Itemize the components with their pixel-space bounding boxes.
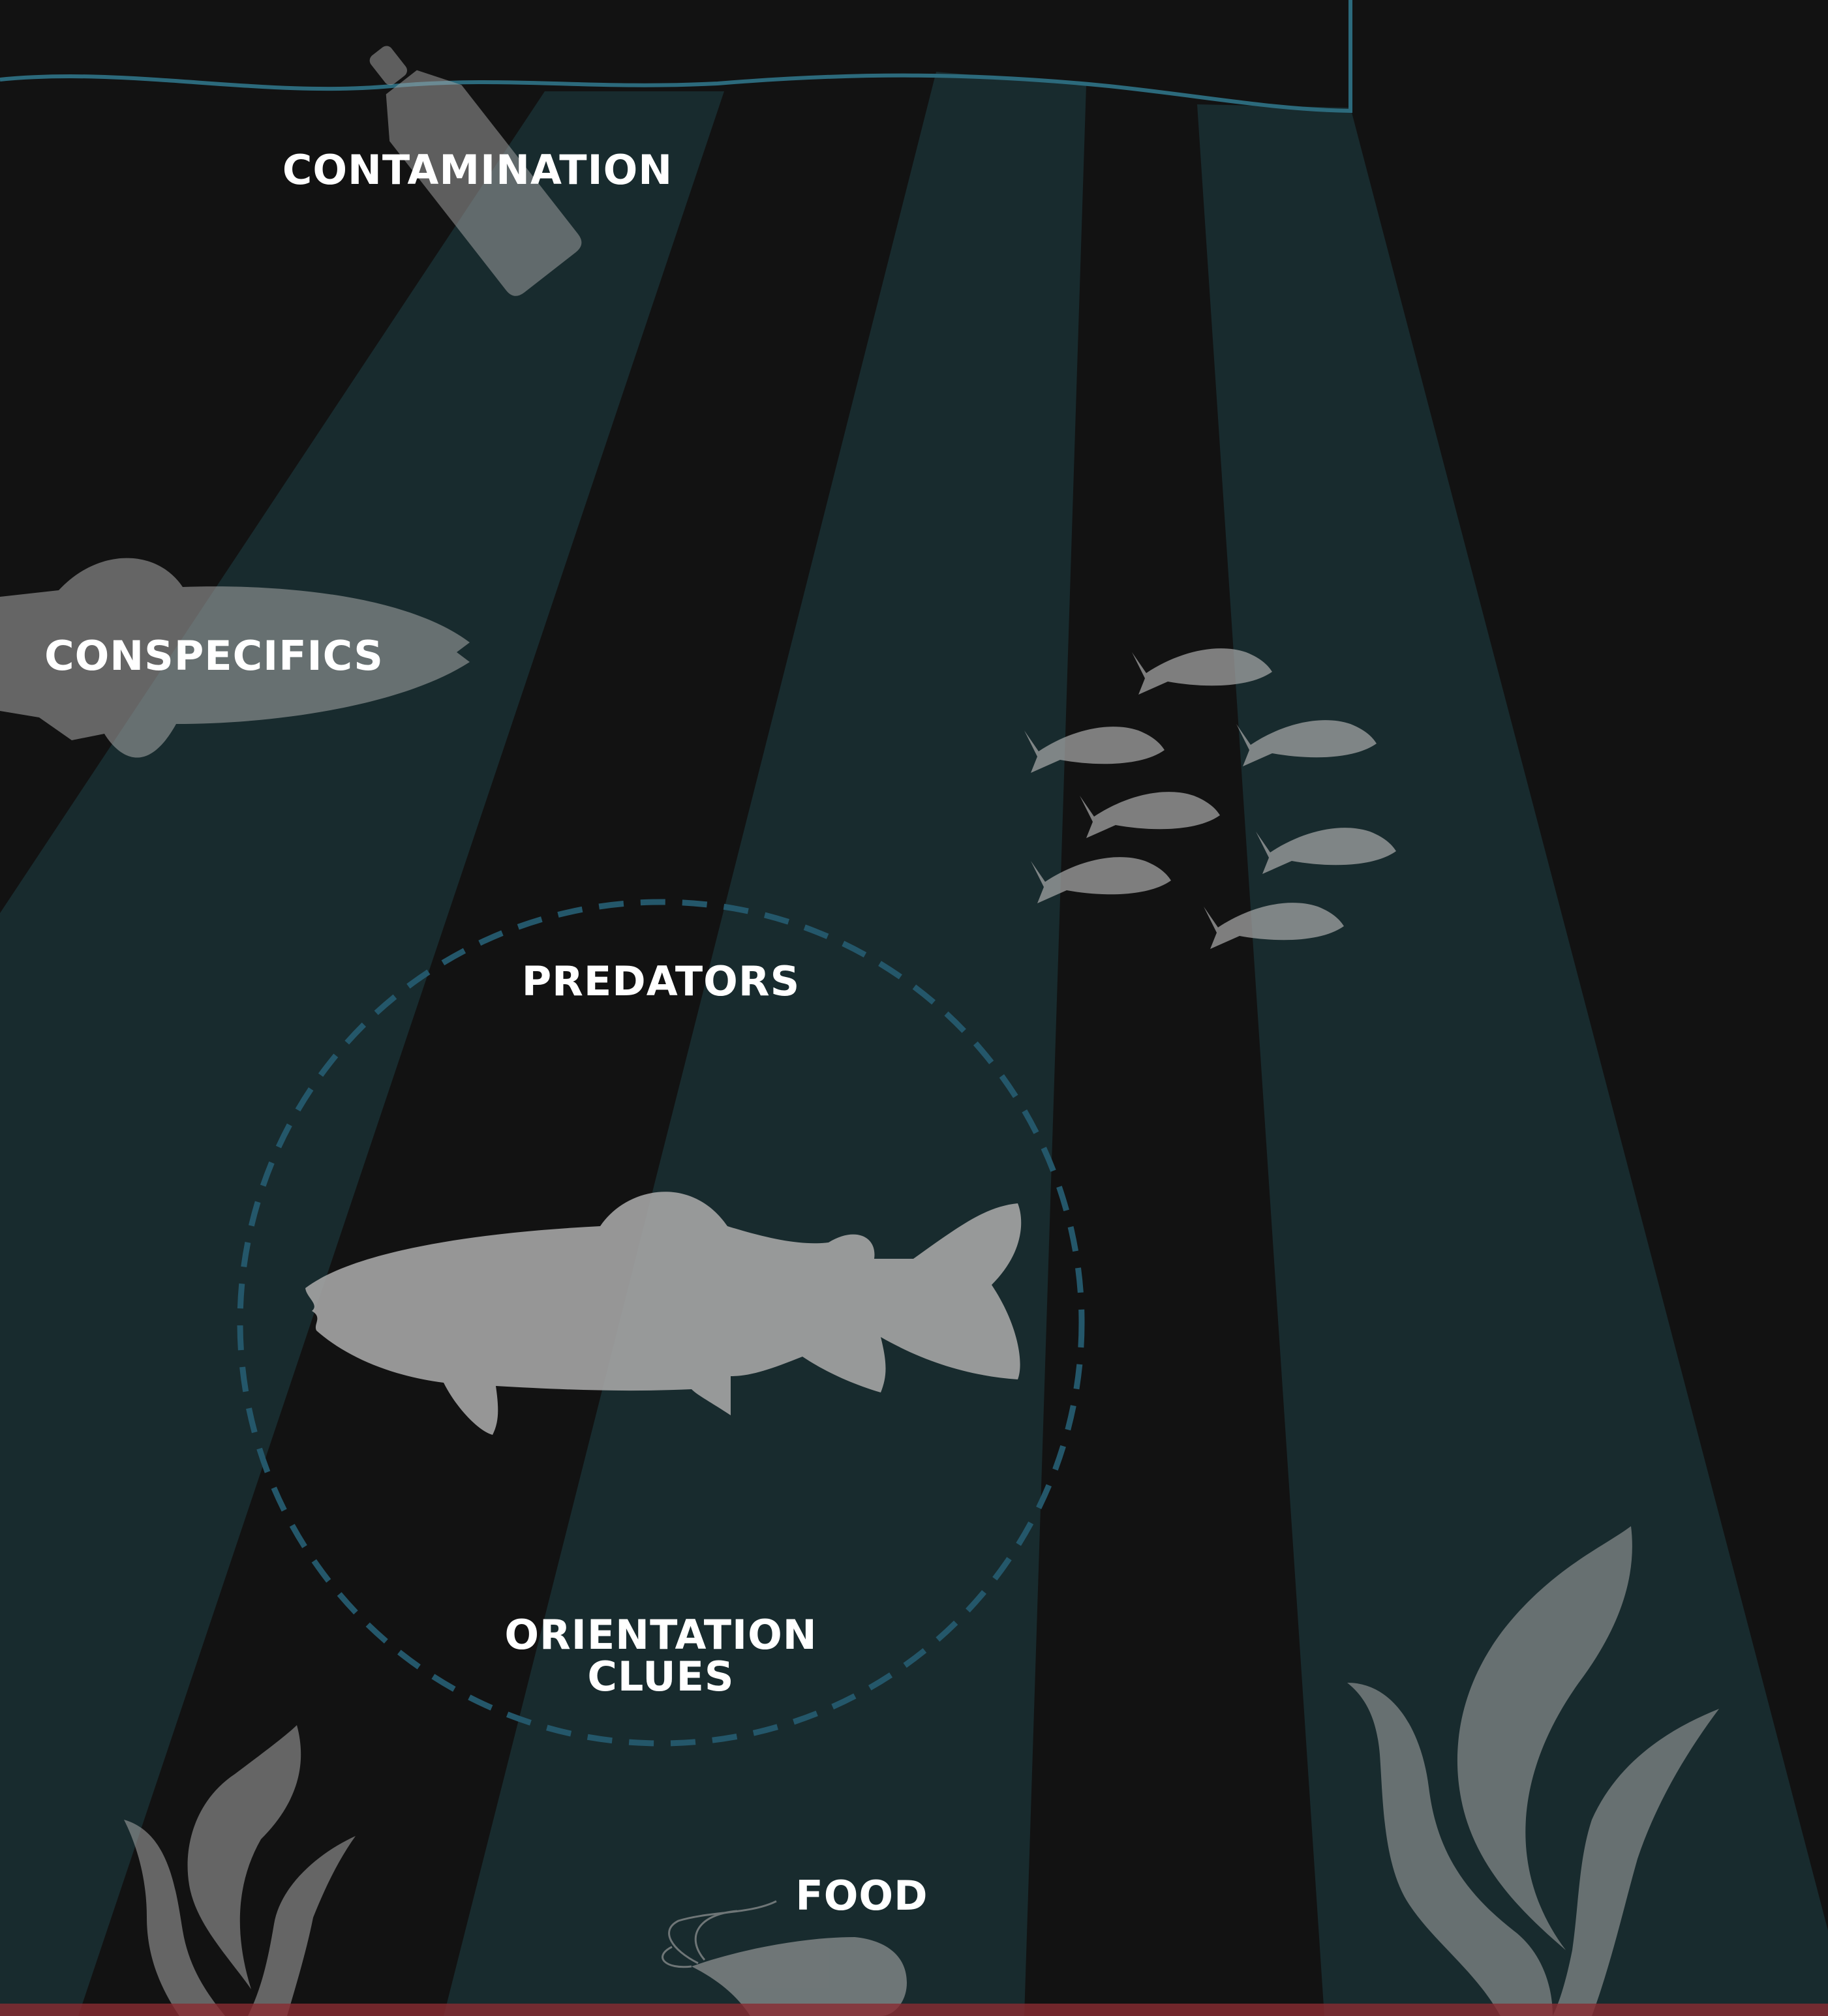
label-orientation-clues-line1: ORIENTATION xyxy=(504,1611,817,1659)
label-predators: PREDATORS xyxy=(522,957,800,1005)
label-contamination: CONTAMINATION xyxy=(282,146,673,194)
label-conspecifics: CONSPECIFICS xyxy=(44,632,384,680)
label-orientation-clues-line2: CLUES xyxy=(587,1653,734,1700)
bottom-strip xyxy=(0,2004,1828,2016)
label-food: FOOD xyxy=(795,1872,928,1919)
